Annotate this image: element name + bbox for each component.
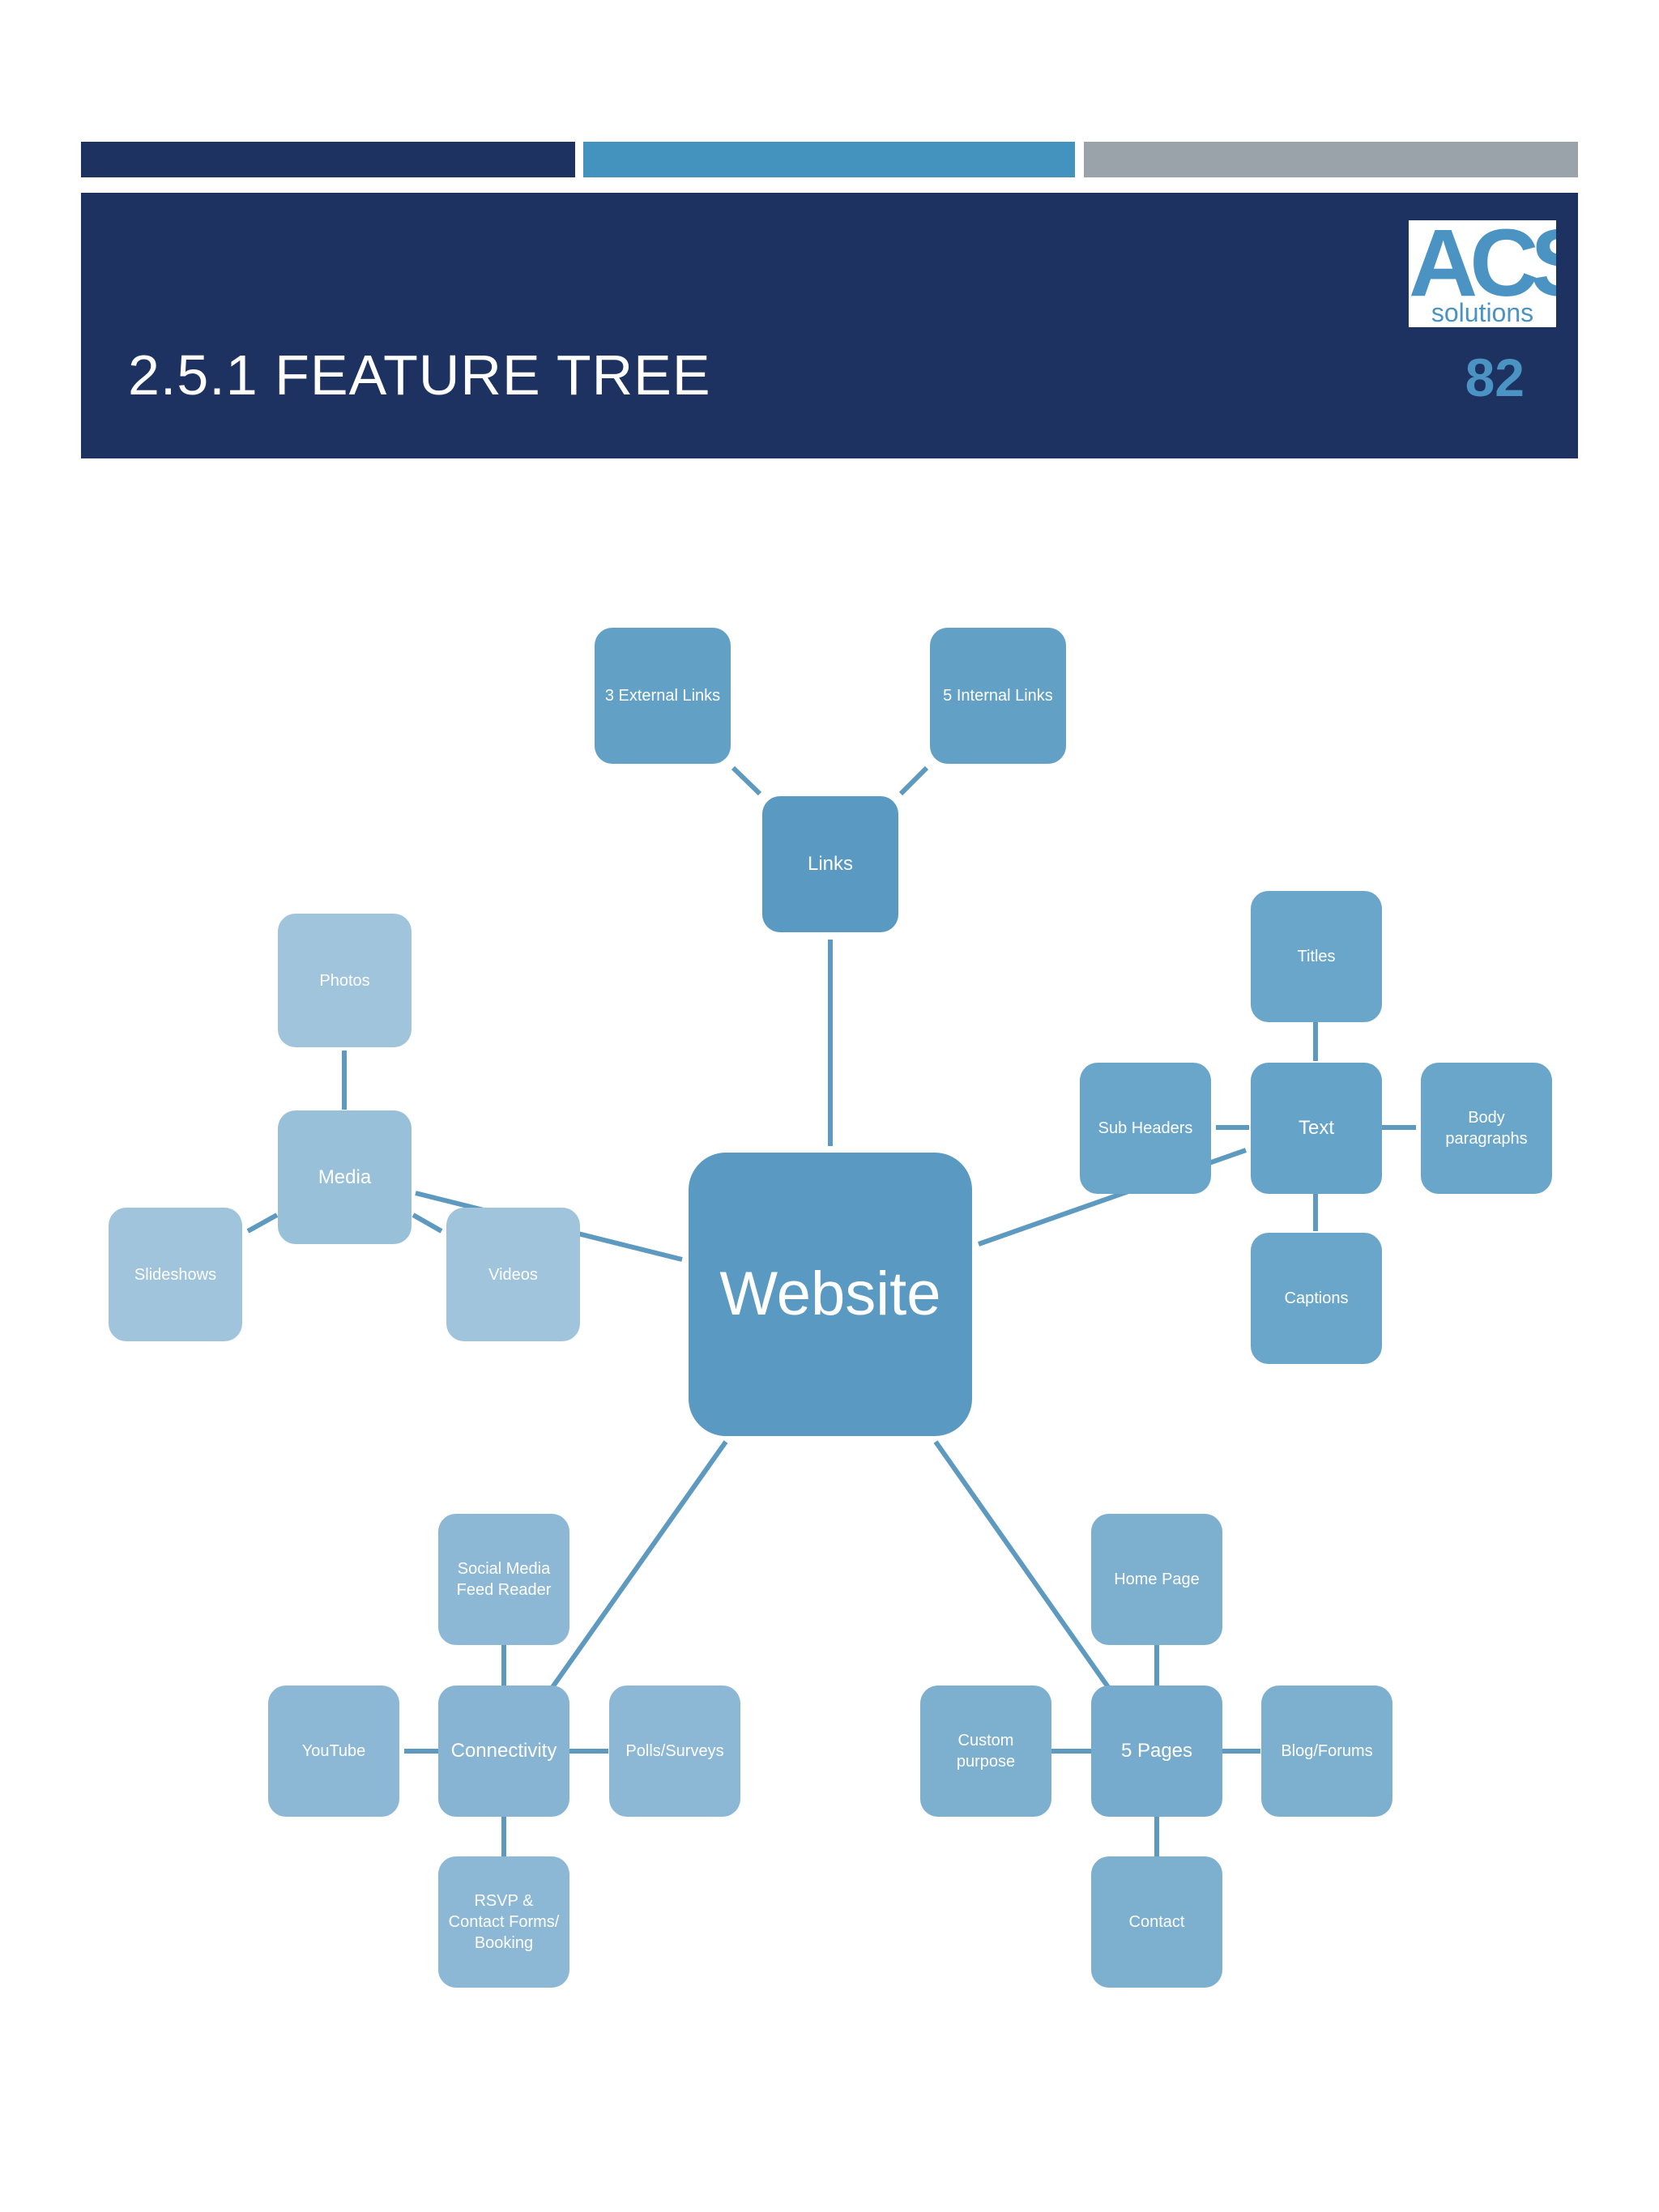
node-connectivity: Connectivity xyxy=(438,1686,569,1817)
slide-header: 2.5.1 FEATURE TREE 82 ACS solutions xyxy=(81,193,1578,458)
logo-subtext: solutions xyxy=(1409,298,1556,327)
accent-bar-blue xyxy=(583,142,1075,177)
accent-bar-navy xyxy=(81,142,575,177)
connector-links-internal xyxy=(898,765,929,796)
node-internal-links: 5 Internal Links xyxy=(930,628,1066,764)
accent-bar-gray xyxy=(1084,142,1578,177)
connector-links-external xyxy=(731,765,762,796)
connector-media-slideshows xyxy=(246,1213,279,1234)
node-body-paragraphs: Body paragraphs xyxy=(1421,1063,1552,1194)
node-blog-forums: Blog/Forums xyxy=(1261,1686,1392,1817)
node-text: Text xyxy=(1251,1063,1382,1194)
node-media: Media xyxy=(278,1110,412,1244)
node-captions: Captions xyxy=(1251,1233,1382,1364)
acs-logo: ACS solutions xyxy=(1409,220,1556,327)
page-number: 82 xyxy=(1465,347,1525,407)
node-videos: Videos xyxy=(446,1208,580,1341)
node-titles: Titles xyxy=(1251,891,1382,1022)
connector-website-connectivity xyxy=(550,1440,728,1689)
node-contact: Contact xyxy=(1091,1856,1222,1988)
node-social-media-feed-reader: Social Media Feed Reader xyxy=(438,1514,569,1645)
node-rsvp-contact-forms-booking: RSVP & Contact Forms/ Booking xyxy=(438,1856,569,1988)
node-photos: Photos xyxy=(278,914,412,1047)
node-slideshows: Slideshows xyxy=(109,1208,242,1341)
node-youtube: YouTube xyxy=(268,1686,399,1817)
node-5-pages: 5 Pages xyxy=(1091,1686,1222,1817)
node-sub-headers: Sub Headers xyxy=(1080,1063,1211,1194)
node-links: Links xyxy=(762,796,898,932)
connector-website-pages xyxy=(933,1440,1111,1689)
node-home-page: Home Page xyxy=(1091,1514,1222,1645)
node-external-links: 3 External Links xyxy=(595,628,731,764)
node-polls-surveys: Polls/Surveys xyxy=(609,1686,740,1817)
logo-text: ACS xyxy=(1409,220,1556,317)
page-title: 2.5.1 FEATURE TREE xyxy=(128,343,711,407)
connector-media-videos xyxy=(412,1213,443,1234)
node-website: Website xyxy=(689,1153,972,1436)
node-custom-purpose: Custom purpose xyxy=(920,1686,1051,1817)
